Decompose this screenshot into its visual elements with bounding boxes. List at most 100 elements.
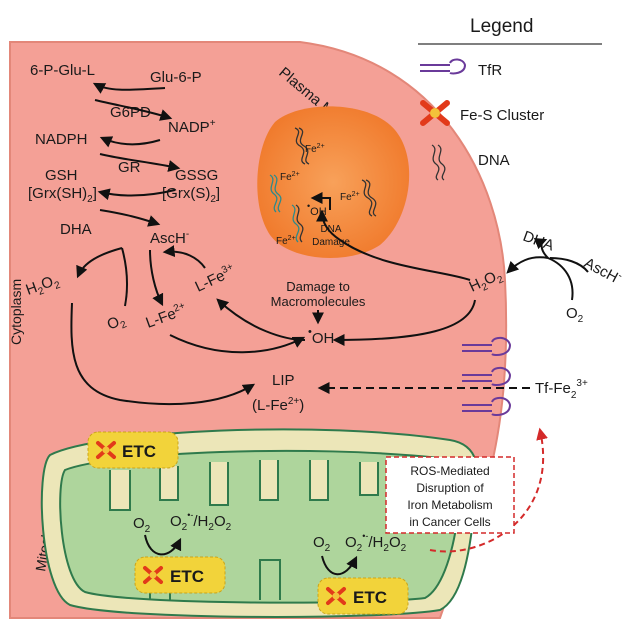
gssg-label: GSSG [175, 167, 218, 184]
mito-o2-right: O [313, 534, 325, 551]
lip-label: LIP [272, 372, 295, 389]
mito-sup-left-2: 2 [182, 522, 188, 533]
h2o2-2a: 2 [37, 285, 46, 297]
nadph-label: NADPH [35, 131, 88, 148]
svg-text:[Grx(SH)2]: [Grx(SH)2] [28, 185, 97, 205]
svg-text:O2: O2 [313, 534, 331, 554]
outside-dha-label: DHA [521, 228, 557, 255]
nucleus-fe-2-sup: 2+ [292, 171, 300, 178]
oh-label: OH [312, 330, 335, 347]
nucleus-fe-1-sup: 2+ [317, 143, 325, 150]
title-line-2: Disruption of [416, 481, 484, 495]
oh-dot: • [308, 326, 312, 338]
mito-o2-left: O [133, 515, 145, 532]
svg-text:O2: O2 [566, 305, 584, 325]
legend-tfr-label: TfR [478, 62, 502, 79]
grx-s-sub: 2 [210, 194, 216, 205]
mito-h2-right: 2 [383, 543, 389, 554]
grx-sh-label: [Grx(SH) [28, 185, 87, 202]
tf-fe-label: Tf-Fe [535, 380, 571, 397]
nucleus: Fe2+ Fe2+ Fe2+ Fe2+ •OH DNA Damage [257, 106, 410, 258]
svg-text:O2•-/H2O2: O2•-/H2O2 [345, 531, 407, 554]
svg-text:O2: O2 [133, 515, 151, 535]
svg-text:Fe2+: Fe2+ [305, 143, 325, 155]
svg-text:AscH-: AscH- [150, 229, 189, 247]
nucleus-oh-dot: • [307, 201, 310, 211]
title-line-3: Iron Metabolism [407, 498, 492, 512]
mito-sup-left: O [170, 513, 182, 530]
nucleus-fe-3: Fe [340, 192, 352, 203]
etc-label-right: ETC [353, 588, 387, 607]
legend-fes-label: Fe-S Cluster [460, 107, 544, 124]
gsh-label: GSH [45, 167, 78, 184]
outside-o2-2: 2 [578, 314, 584, 325]
o2-2: 2 [119, 319, 129, 332]
title-line-4: in Cancer Cells [409, 515, 490, 529]
etc-box-bottom-left: ETC [134, 556, 226, 594]
dna-damage-label-2: Damage [312, 237, 350, 248]
svg-text:(L-Fe2+): (L-Fe2+) [252, 396, 304, 414]
asch-label: AscH [150, 230, 186, 247]
etc-box-bottom-right: ETC [317, 577, 409, 615]
tf-fe-sup: 3+ [576, 378, 588, 389]
nadp-sup: + [210, 118, 216, 129]
etc-box-top: ETC [87, 431, 179, 469]
mito-o2-right-sub: 2 [325, 543, 331, 554]
nucleus-fe-4-sup: 2+ [288, 235, 296, 242]
grx-sh-end: ] [93, 185, 97, 202]
g6p-l-label: 6-P-Glu-L [30, 62, 95, 79]
legend-title: Legend [470, 16, 533, 37]
damage-label-2: Macromolecules [271, 294, 366, 309]
svg-text:NADP+: NADP+ [168, 118, 216, 136]
title-box: ROS-Mediated Disruption of Iron Metaboli… [385, 456, 515, 534]
legend-dna-label: DNA [478, 152, 510, 169]
damage-label-1: Damage to [286, 279, 350, 294]
g6pd-label: G6PD [110, 104, 151, 121]
mito-slash-left: /H [193, 513, 208, 530]
tf-fe-sub: 2 [571, 390, 577, 401]
fes-cluster-legend-icon [420, 100, 450, 126]
mito-h2-left: 2 [208, 522, 214, 533]
lip-fe-label: (L-Fe [252, 397, 288, 414]
dha-label: DHA [60, 221, 92, 238]
gr-label: GR [118, 159, 141, 176]
grx-s-label: [Grx(S) [162, 185, 210, 202]
title-line-1: ROS-Mediated [410, 464, 489, 478]
svg-text:•OH: •OH [308, 326, 334, 347]
svg-text:Fe2+: Fe2+ [276, 235, 296, 247]
outside-asch-sup: - [616, 270, 624, 281]
nucleus-fe-3-sup: 2+ [352, 191, 360, 198]
cytoplasm-label: Cytoplasm [8, 279, 24, 345]
mito-o-right: O [389, 534, 401, 551]
lip-fe-sup: 2+ [288, 396, 300, 407]
mito-slash-right: /H [368, 534, 383, 551]
mito-sup-right-dot: •- [362, 531, 368, 541]
tfr-receptor-3 [462, 396, 512, 416]
etc-label-top: ETC [122, 442, 156, 461]
svg-text:Fe2+: Fe2+ [340, 191, 360, 203]
nucleus-fe-1: Fe [305, 144, 317, 155]
g6p-label: Glu-6-P [150, 69, 202, 86]
fes-cluster-icon-1 [96, 441, 116, 459]
tfr-legend-icon [420, 58, 467, 75]
nucleus-oh: OH [310, 206, 327, 218]
legend: Legend TfR Fe-S Cluster DNA [418, 16, 602, 181]
mito-sup-left-dot: •- [187, 510, 193, 520]
asch-sup: - [186, 229, 189, 240]
dna-legend-icon [431, 144, 446, 181]
svg-text:O2•-/H2O2: O2•-/H2O2 [170, 510, 232, 533]
mito-o2-left-sub: 2 [145, 524, 151, 535]
lip-fe-end: ) [299, 397, 304, 414]
h2o2-o: O [39, 273, 56, 293]
svg-text:Fe2+: Fe2+ [280, 171, 300, 183]
mito-sup-right: O [345, 534, 357, 551]
dna-damage-label-1: DNA [320, 224, 341, 235]
outside-h2o2-2a: 2 [480, 281, 490, 294]
nadp-label: NADP [168, 119, 210, 136]
svg-text:Tf-Fe23+: Tf-Fe23+ [535, 378, 588, 401]
lfe3-sup: 3+ [220, 261, 235, 276]
mito-o2end-left: 2 [226, 522, 232, 533]
nucleus-fe-4: Fe [276, 236, 288, 247]
mito-sup-right-2: 2 [357, 543, 363, 554]
